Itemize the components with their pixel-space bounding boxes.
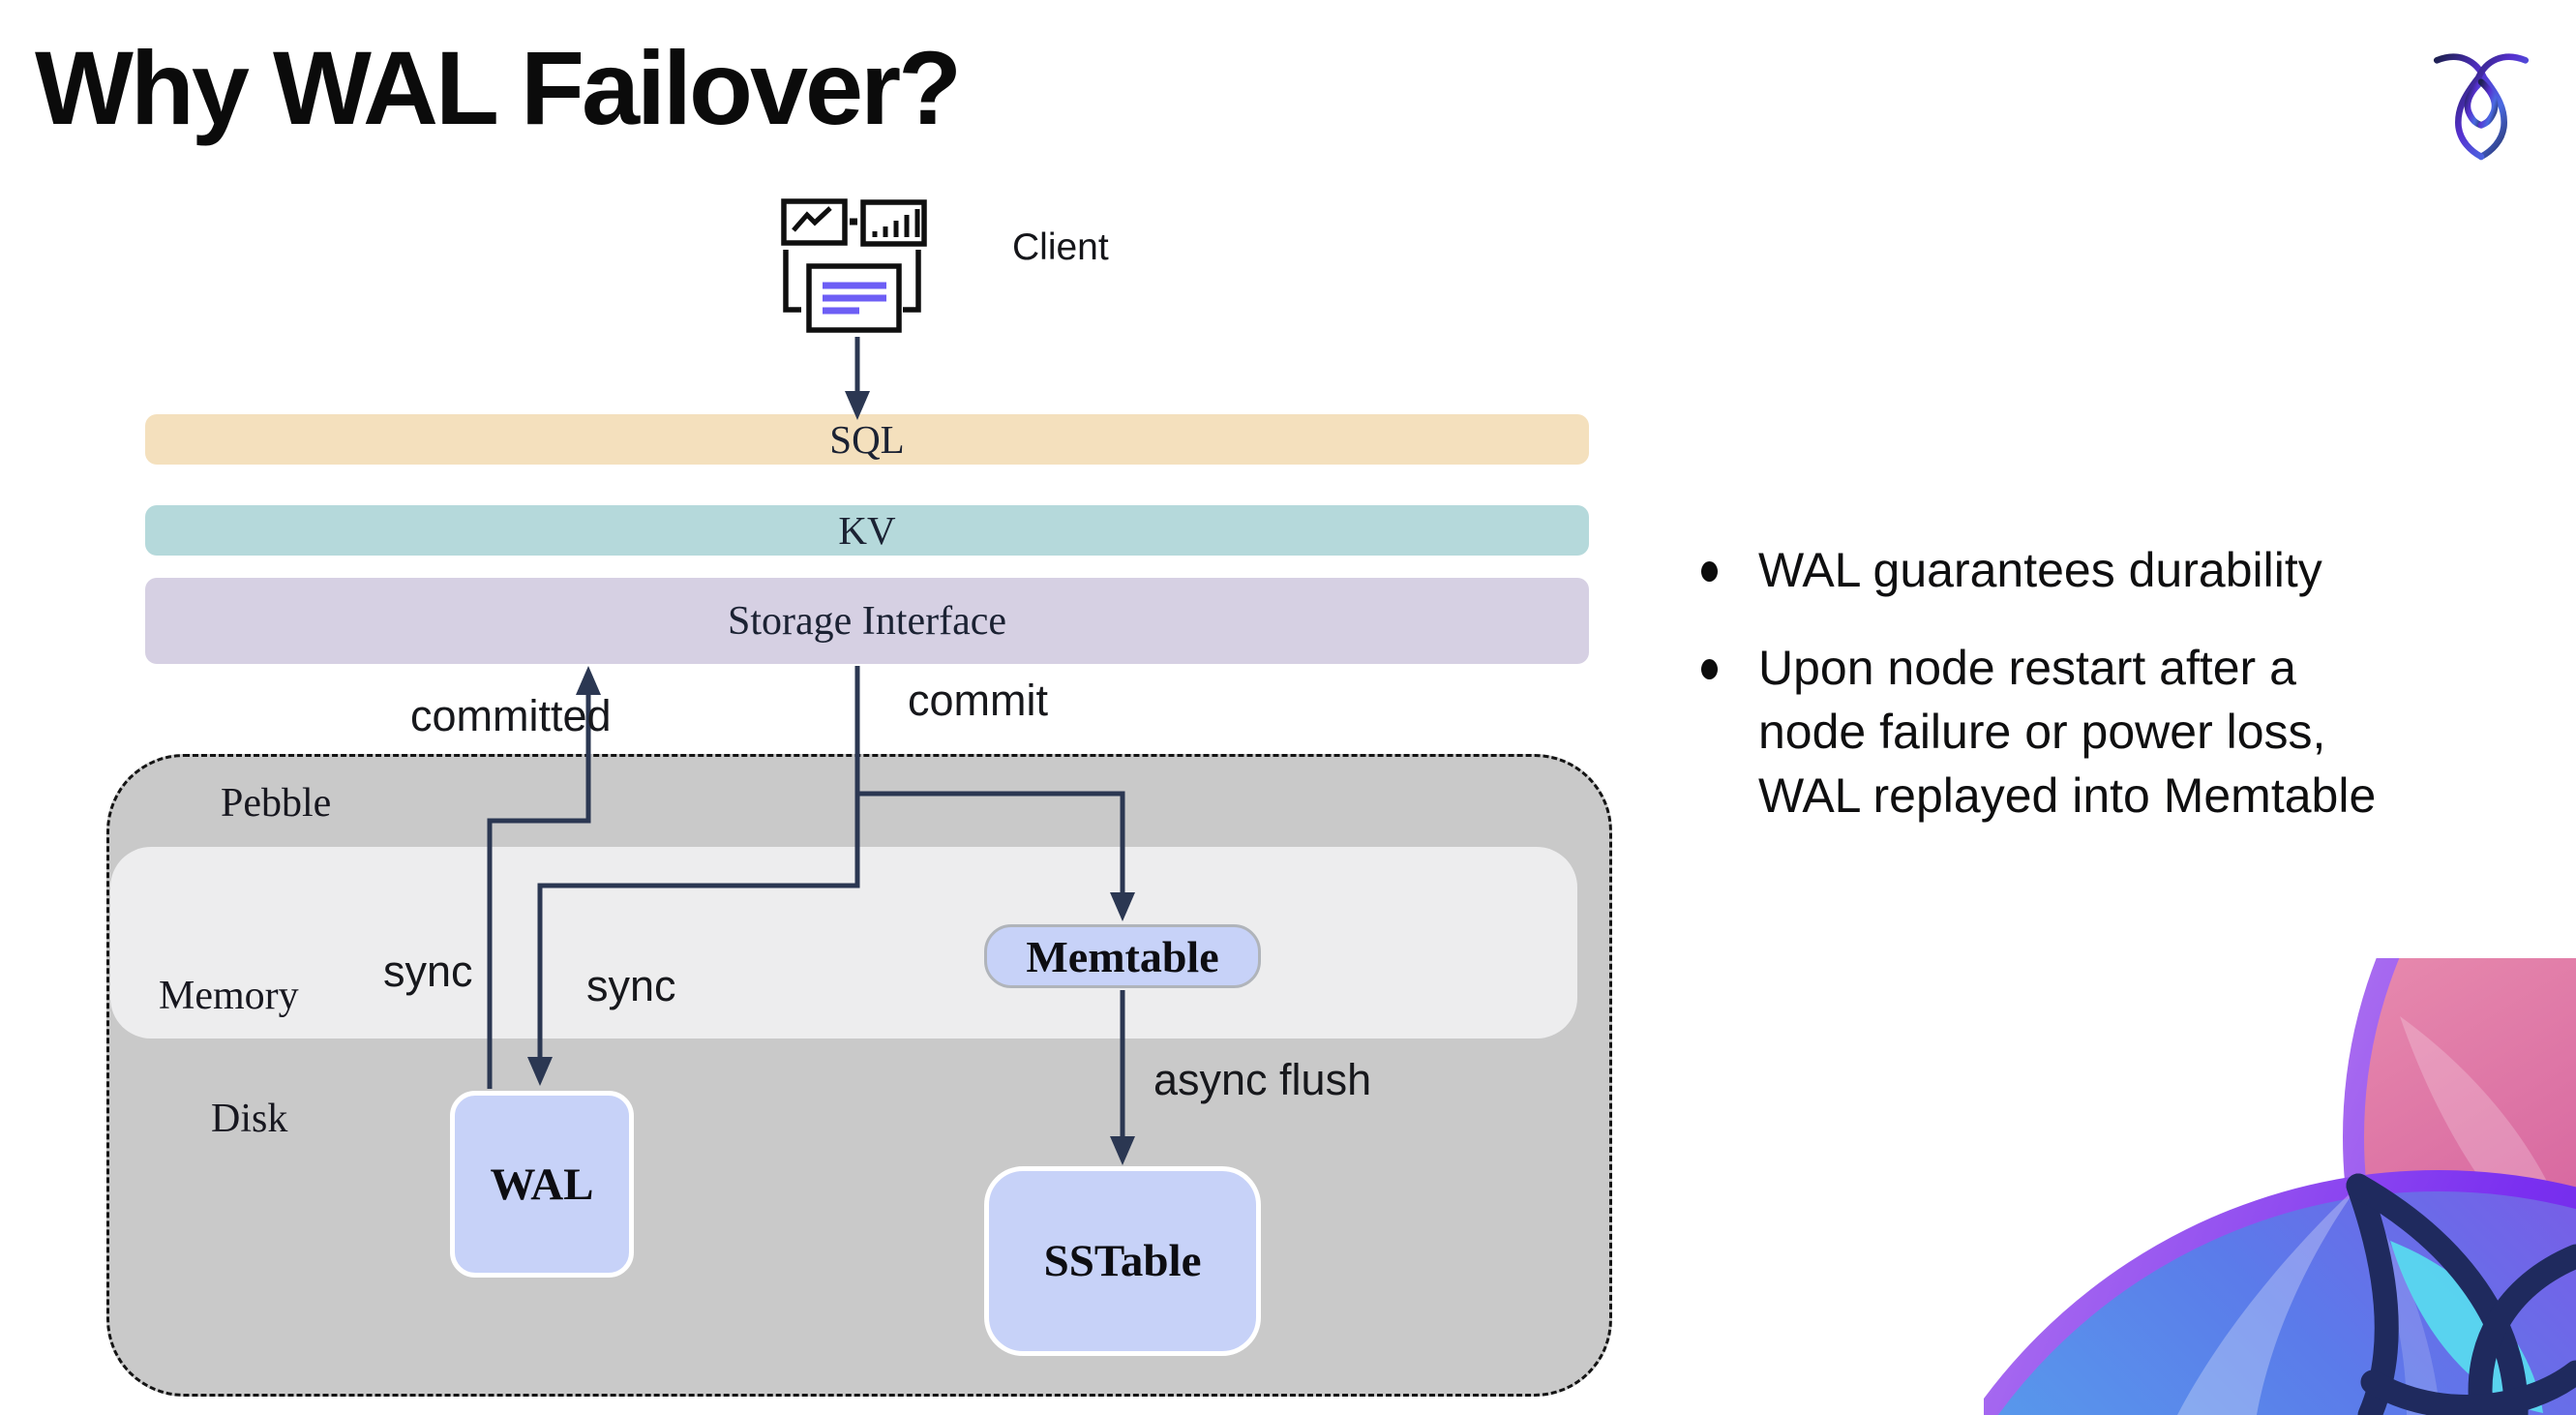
committed-label: committed xyxy=(410,691,612,740)
layer-sql-label: SQL xyxy=(829,417,905,462)
bullet-text: Upon node restart after a node failure o… xyxy=(1758,641,2377,823)
page-title: Why WAL Failover? xyxy=(35,29,962,146)
disk-label: Disk xyxy=(211,1097,288,1141)
wal-label: WAL xyxy=(490,1159,594,1210)
bullet-list: WAL guarantees durability Upon node rest… xyxy=(1690,538,2406,861)
memory-label: Memory xyxy=(159,974,299,1018)
cockroachdb-logo-icon xyxy=(2433,53,2530,161)
layer-storage-interface: Storage Interface xyxy=(145,578,1589,664)
list-item: Upon node restart after a node failure o… xyxy=(1690,636,2406,828)
chart-line-icon xyxy=(781,198,848,246)
layer-sql: SQL xyxy=(145,414,1589,465)
layer-storage-label: Storage Interface xyxy=(728,598,1006,644)
memtable-label: Memtable xyxy=(1026,931,1219,981)
wal-box: WAL xyxy=(450,1091,634,1278)
layer-kv: KV xyxy=(145,505,1589,556)
sync-label-right: sync xyxy=(586,961,676,1010)
art-cockroach-glyph xyxy=(2346,1173,2576,1415)
memtable-box: Memtable xyxy=(984,924,1261,988)
async-flush-label: async flush xyxy=(1153,1055,1372,1104)
sstable-label: SSTable xyxy=(1043,1236,1202,1286)
bullet-icon xyxy=(1701,659,1718,679)
layer-kv-label: KV xyxy=(838,508,896,553)
bullet-icon xyxy=(1701,561,1718,582)
brand-art-decoration xyxy=(1984,958,2576,1415)
commit-label: commit xyxy=(908,676,1048,725)
sstable-box: SSTable xyxy=(984,1166,1261,1356)
sync-label-left: sync xyxy=(383,947,473,996)
bracket-left xyxy=(783,250,801,313)
bullet-text: WAL guarantees durability xyxy=(1758,543,2322,597)
client-label: Client xyxy=(1012,226,1109,268)
client-icon xyxy=(781,198,927,333)
pebble-label: Pebble xyxy=(221,781,332,826)
list-item: WAL guarantees durability xyxy=(1690,538,2406,602)
memory-band xyxy=(110,847,1577,1039)
bracket-right xyxy=(903,250,921,313)
